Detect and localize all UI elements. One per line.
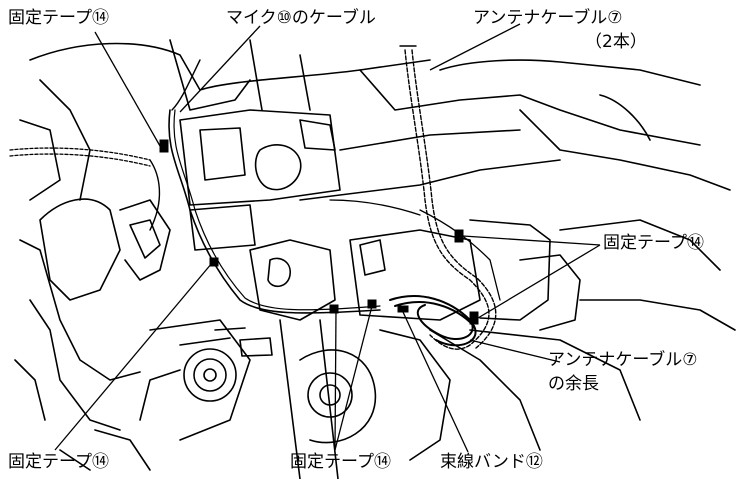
label-antenna-excess-line1: アンテナケーブル⑦ bbox=[548, 350, 698, 370]
tape-mark-1 bbox=[159, 139, 169, 153]
antenna-cable bbox=[404, 49, 490, 350]
label-antenna-count: （2本） bbox=[585, 32, 647, 52]
label-antenna-excess-line2: の余長 bbox=[548, 374, 599, 394]
leader-lines bbox=[54, 23, 601, 453]
label-tape-bottom-center: 固定テープ⑭ bbox=[290, 452, 391, 472]
bundle-band-mark bbox=[397, 305, 409, 313]
label-antenna-cable: アンテナケーブル⑦ bbox=[473, 8, 623, 28]
cables bbox=[9, 45, 501, 350]
tape-mark-3 bbox=[454, 229, 464, 243]
label-mic-cable: マイク⑩のケーブル bbox=[226, 8, 376, 28]
tape-mark-4 bbox=[469, 311, 479, 325]
tape-mark-2 bbox=[209, 257, 219, 267]
label-tape-top-left: 固定テープ⑭ bbox=[8, 8, 109, 28]
label-tape-right: 固定テープ⑭ bbox=[603, 233, 704, 253]
tape-mark-5 bbox=[329, 304, 339, 314]
background-structure bbox=[14, 39, 736, 480]
label-tape-bottom-left: 固定テープ⑭ bbox=[8, 452, 109, 472]
label-bundle-band: 束線バンド⑫ bbox=[440, 452, 543, 472]
